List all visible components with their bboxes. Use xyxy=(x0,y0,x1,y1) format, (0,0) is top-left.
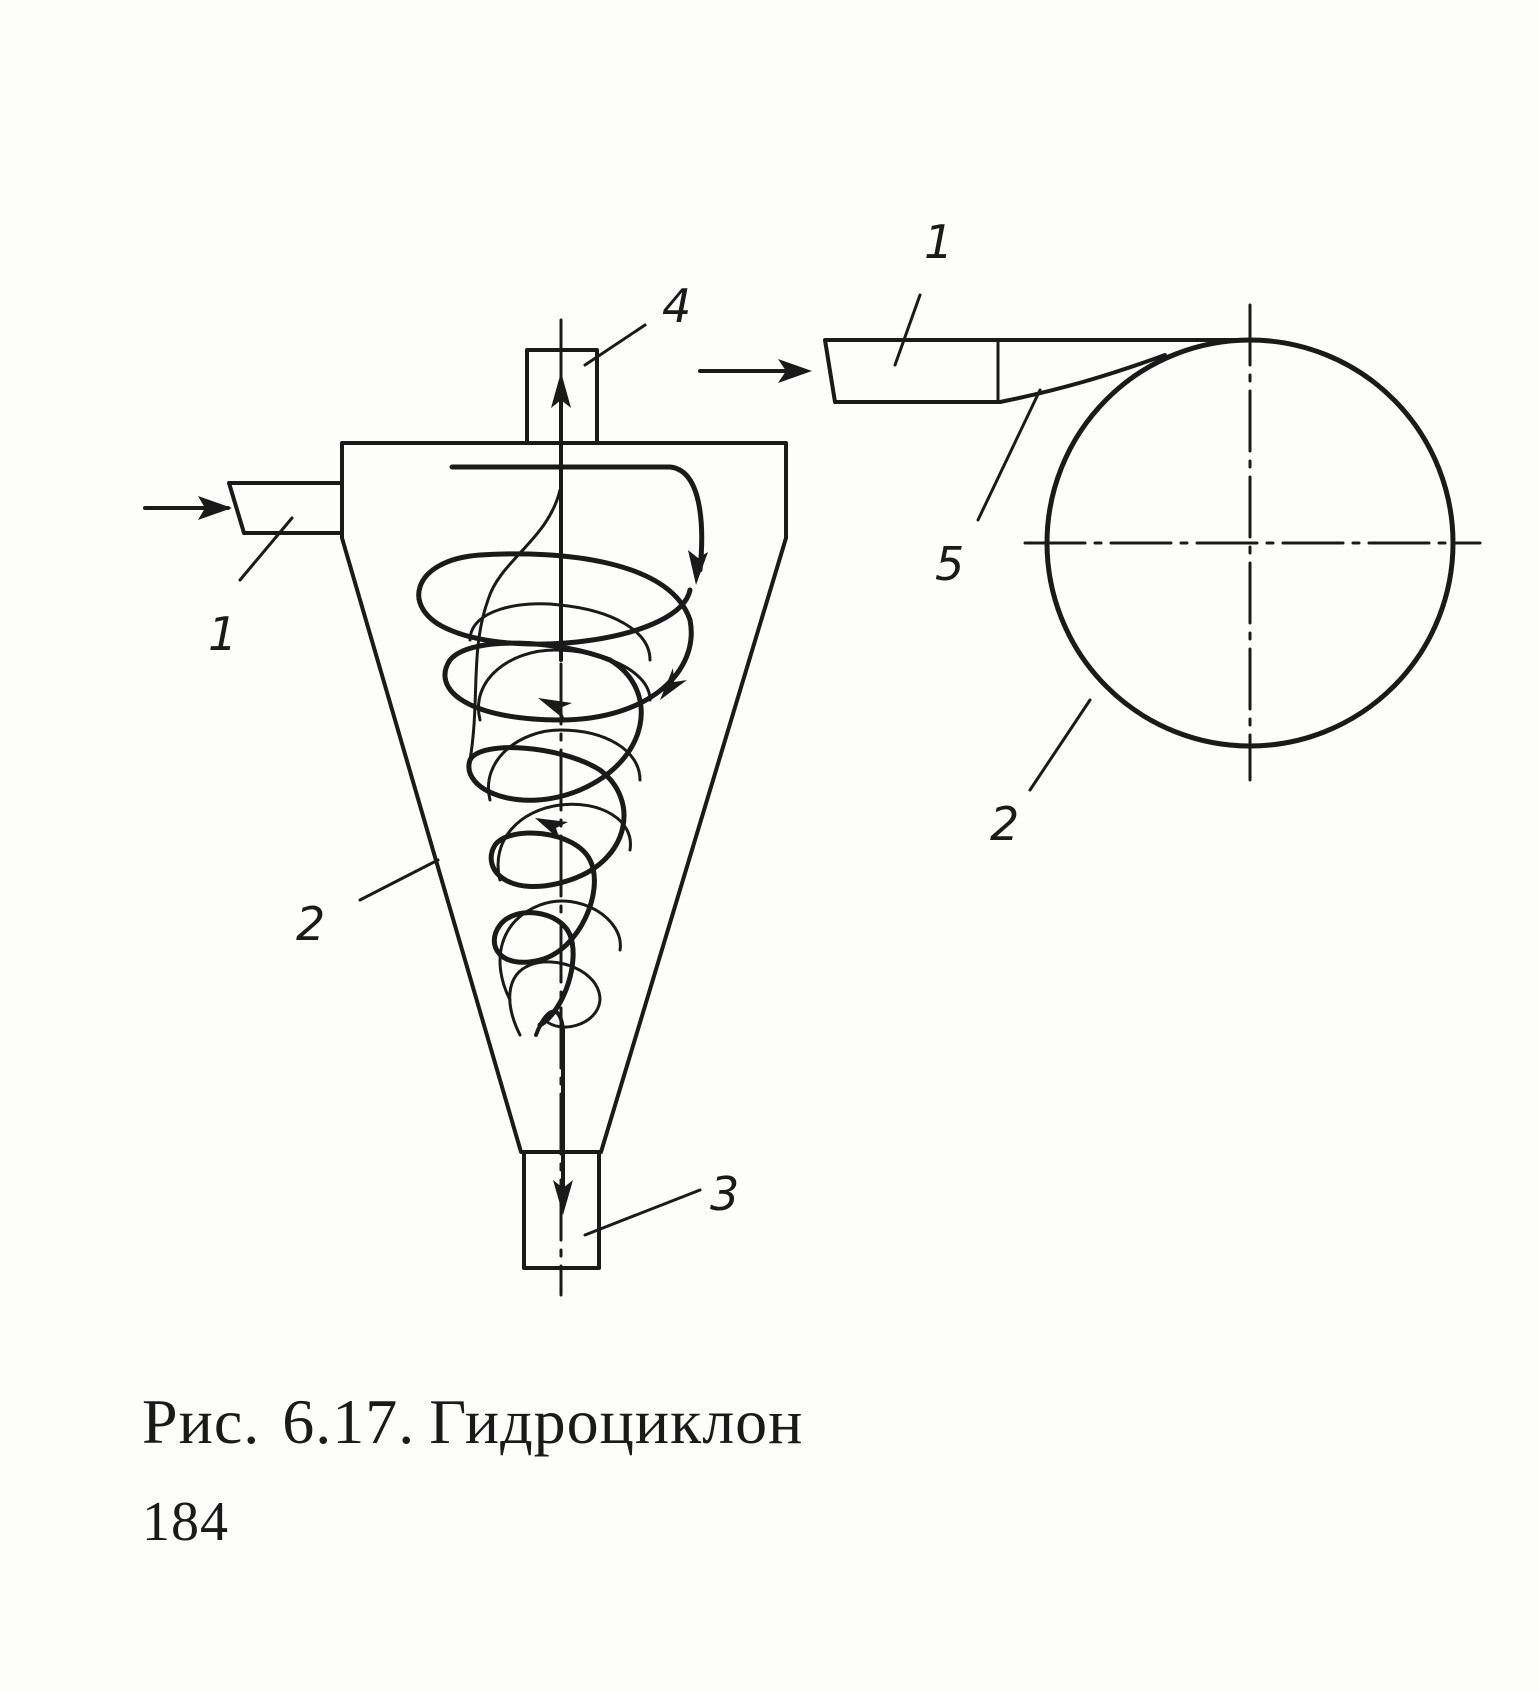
top-flow-arrow-head xyxy=(688,550,708,585)
label-inlet-plan: 1 xyxy=(924,215,953,269)
label-channel: 5 xyxy=(935,537,964,591)
label-body: 2 xyxy=(296,897,325,951)
spiral-arrow-head-3 xyxy=(535,818,568,840)
spiral-arrow-head-2 xyxy=(538,698,572,720)
leader-underflow xyxy=(583,1188,702,1237)
leader-overflow xyxy=(583,323,647,367)
discharge-flow xyxy=(534,1009,565,1202)
caption-prefix: Рис. xyxy=(142,1386,261,1457)
caption-title: Гидроциклон xyxy=(429,1386,804,1457)
top-flow-line xyxy=(449,464,705,573)
leader-inlet-plan xyxy=(893,293,922,367)
top-view: 1 5 2 xyxy=(698,215,1482,851)
central-up-arrow-head xyxy=(551,372,571,408)
leader-inlet xyxy=(238,516,294,582)
label-inlet: 1 xyxy=(208,607,237,661)
side-view: 1 2 3 4 xyxy=(143,279,788,1297)
label-overflow: 4 xyxy=(662,279,691,333)
discharge-arrow-head xyxy=(553,1180,573,1215)
leader-channel xyxy=(976,388,1042,522)
inlet-nozzle-plan xyxy=(823,338,1252,404)
inlet-arrow-plan-head xyxy=(778,359,812,383)
cyclone-body xyxy=(340,441,788,1154)
underflow-pipe xyxy=(522,1150,601,1270)
figure-caption: Рис. 6.17.Гидроциклон xyxy=(142,1385,803,1459)
leader-body xyxy=(358,858,440,902)
overflow-pipe xyxy=(525,348,599,443)
inner-spiral xyxy=(468,602,652,1037)
spiral-arrow-head-1 xyxy=(660,668,687,700)
caption-number: 6.17. xyxy=(282,1386,416,1457)
page-number: 184 xyxy=(142,1491,229,1553)
tangential-channel xyxy=(998,353,1167,404)
leader-body-plan xyxy=(1028,698,1092,792)
label-body-plan: 2 xyxy=(990,797,1019,851)
label-underflow: 3 xyxy=(710,1167,739,1221)
inlet-arrow-head xyxy=(198,496,232,520)
inlet-nozzle xyxy=(227,481,344,535)
outer-spiral xyxy=(416,551,694,1028)
